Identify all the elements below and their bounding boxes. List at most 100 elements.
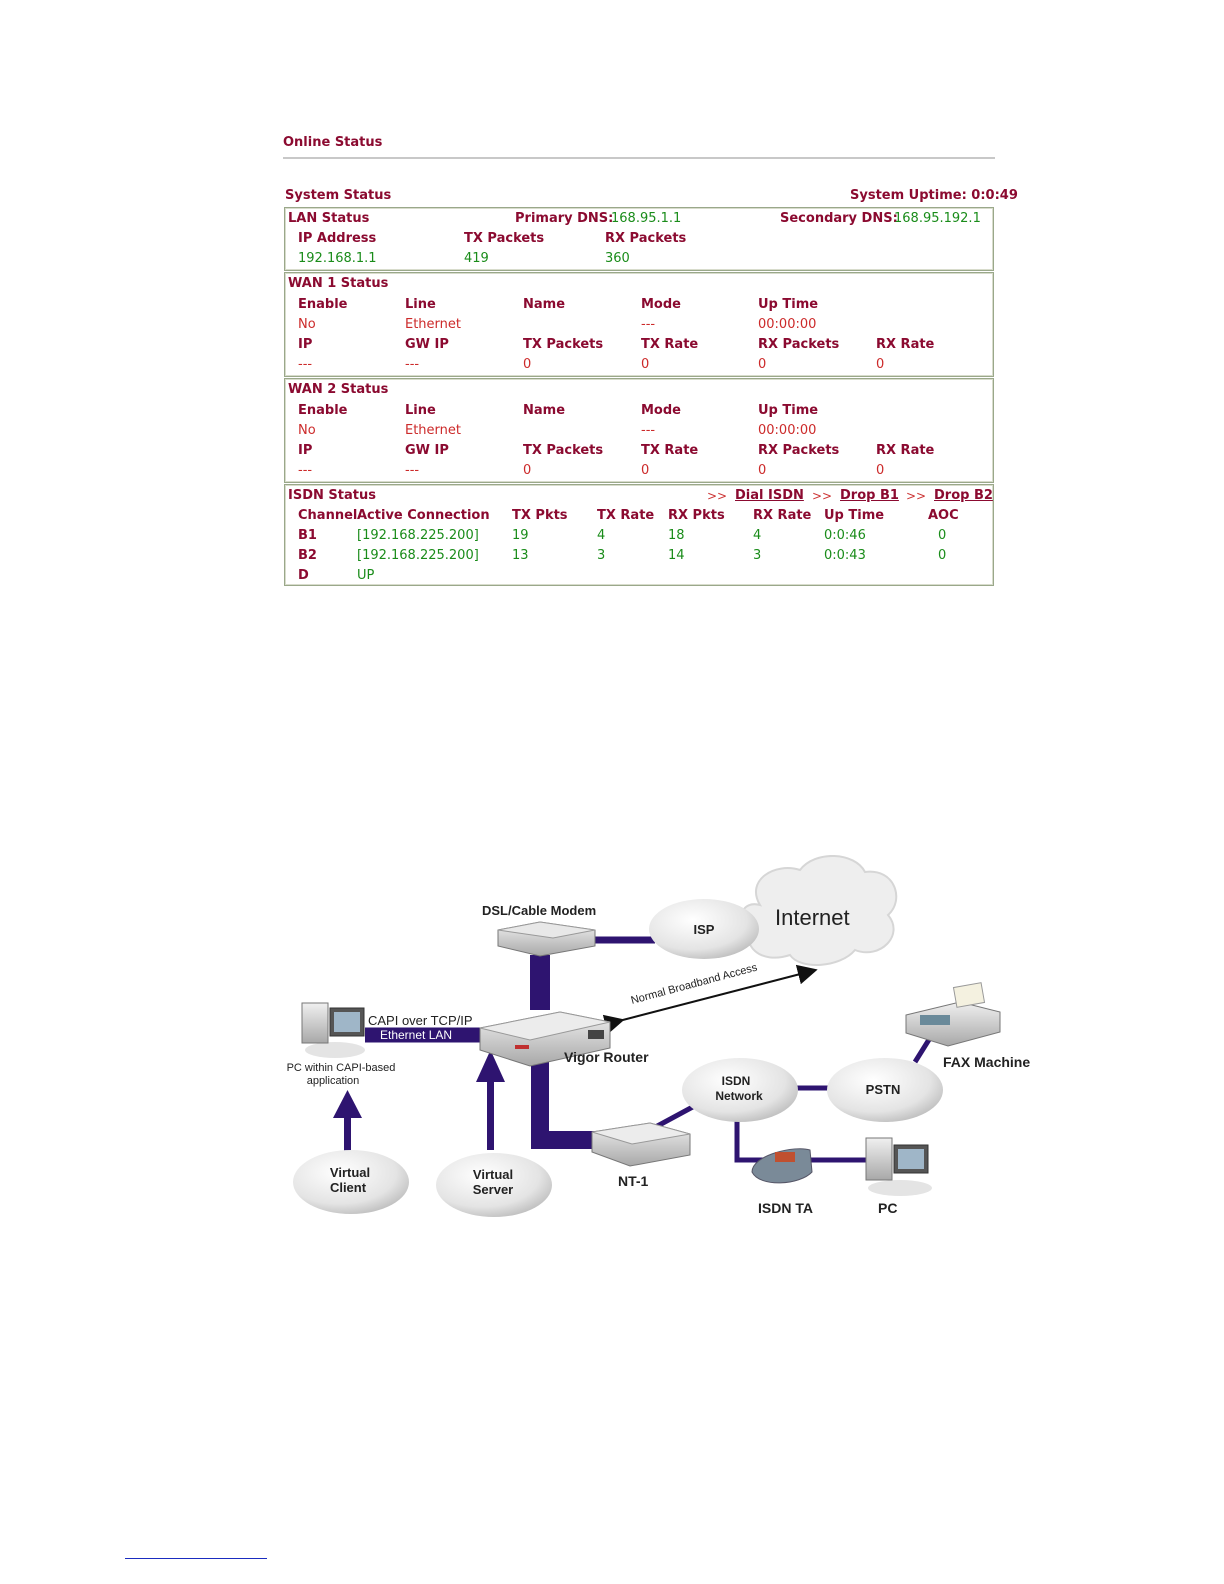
wan2-enable-value: No [298,423,316,438]
isdn-row-b2-rxrate: 3 [753,548,762,563]
ethernet-lan-label: Ethernet LAN [380,1028,452,1042]
dsl-modem-label: DSL/Cable Modem [482,903,596,918]
wan2-header-rxrate: RX Rate [876,443,935,458]
secondary-dns-label: Secondary DNS: [780,211,898,226]
drop-b1-link[interactable]: Drop B1 [840,488,899,503]
fax-label: FAX Machine [943,1054,1030,1070]
vigor-router-icon [479,1011,611,1067]
system-status-label: System Status [285,188,392,203]
isdn-row-b2-connection: [192.168.225.200] [357,548,479,563]
wan1-header-gwip: GW IP [405,337,449,352]
isdn-header-uptime: Up Time [824,508,885,523]
title-divider [283,157,995,159]
network-diagram: Normal Broadband Access Internet ISP DSL… [287,855,1030,1217]
isdn-row-b2-rxpkts: 14 [668,548,685,563]
wan2-header-mode: Mode [641,403,681,418]
connection-lines [365,936,933,1163]
isdn-status-panel: ISDN Status >> Dial ISDN >> Drop B1 >> D… [284,484,994,586]
lan-header-tx: TX Packets [464,231,545,246]
isdn-row-b2-channel: B2 [298,548,317,563]
broadband-label: Normal Broadband Access [630,961,759,1006]
wan1-gwip-value: --- [405,357,420,372]
wan2-header-rxpackets: RX Packets [758,443,840,458]
system-uptime: System Uptime: 0:0:49 [850,188,1018,203]
wan2-header-ip: IP [298,443,313,458]
isdn-row-b2-txpkts: 13 [512,548,529,563]
dial-isdn-link[interactable]: Dial ISDN [735,488,804,503]
virtual-client-label-line2: Client [330,1180,367,1195]
drop-b2-arrows-icon: >> [906,489,927,503]
isdn-row-b1-txrate: 4 [597,528,606,543]
wan2-header-txrate: TX Rate [641,443,699,458]
wan1-header-line: Line [405,297,436,312]
pc-icon [865,1137,932,1196]
virtual-arrows [333,1050,505,1155]
isdn-row-d-channel: D [298,568,309,583]
wan2-header-name: Name [523,403,566,418]
wan1-enable-value: No [298,317,316,332]
wan2-status-title: WAN 2 Status [288,382,389,397]
isdn-ta-label: ISDN TA [758,1200,813,1216]
wan2-header-uptime: Up Time [758,403,819,418]
pc-label: PC [878,1200,897,1216]
dial-isdn-arrows-icon: >> [707,489,728,503]
wan2-txrate-value: 0 [641,463,650,478]
wan2-ip-value: --- [298,463,313,478]
wan2-gwip-value: --- [405,463,420,478]
wan2-header-enable: Enable [298,403,348,418]
drop-b2-link[interactable]: Drop B2 [934,488,993,503]
isdn-network-bubble [682,1058,798,1122]
isdn-header-txrate: TX Rate [597,508,655,523]
isdn-row-b2-aoc: 0 [938,548,947,563]
lan-header-rx: RX Packets [605,231,687,246]
pc-capi-label-line2: application [307,1075,360,1087]
capi-label: CAPI over TCP/IP [368,1013,473,1028]
wan1-mode-value: --- [641,317,656,332]
nt1-label: NT-1 [618,1173,649,1189]
virtual-client-bubble [293,1150,409,1214]
isdn-header-channel: Channel [298,508,358,523]
virtual-server-label-line1: Virtual [473,1167,513,1182]
wan2-line-value: Ethernet [405,423,461,438]
virtual-client-label-line1: Virtual [330,1165,370,1180]
wan1-rxpackets-value: 0 [758,357,767,372]
wan1-txrate-value: 0 [641,357,650,372]
isdn-header-active: Active Connection [357,508,490,523]
pstn-bubble [827,1058,943,1122]
lan-ip-value: 192.168.1.1 [298,251,377,266]
fax-machine-icon [905,982,1001,1047]
isdn-row-b1-connection: [192.168.225.200] [357,528,479,543]
isdn-network-label-line1: ISDN [722,1074,751,1088]
wan1-header-txrate: TX Rate [641,337,699,352]
isdn-row-d-connection: UP [357,568,375,583]
isdn-header-aoc: AOC [928,508,959,523]
lan-tx-value: 419 [464,251,489,266]
footer-link-rule [125,1558,267,1559]
isdn-header-txpkts: TX Pkts [512,508,568,523]
wan2-header-gwip: GW IP [405,443,449,458]
isdn-row-b1-rxrate: 4 [753,528,762,543]
wan2-uptime-value: 00:00:00 [758,423,817,438]
lan-rx-value: 360 [605,251,630,266]
virtual-server-label-line2: Server [473,1182,513,1197]
isdn-row-b1-uptime: 0:0:46 [824,528,866,543]
isdn-header-rxpkts: RX Pkts [668,508,725,523]
wan1-header-uptime: Up Time [758,297,819,312]
wan1-header-enable: Enable [298,297,348,312]
isdn-row-b1-txpkts: 19 [512,528,529,543]
wan2-mode-value: --- [641,423,656,438]
wan1-txpackets-value: 0 [523,357,532,372]
primary-dns-label: Primary DNS: [515,211,614,226]
lan-header-ip: IP Address [298,231,377,246]
wan2-rxrate-value: 0 [876,463,885,478]
wan2-header-line: Line [405,403,436,418]
capi-pc-icon [301,1002,365,1058]
wan1-header-ip: IP [298,337,313,352]
isdn-row-b1-channel: B1 [298,528,317,543]
isdn-row-b2-uptime: 0:0:43 [824,548,866,563]
isdn-network-label-line2: Network [715,1089,763,1103]
virtual-server-bubble [436,1153,552,1217]
wan2-txpackets-value: 0 [523,463,532,478]
lan-status-title: LAN Status [288,211,370,226]
isp-label: ISP [694,922,715,937]
